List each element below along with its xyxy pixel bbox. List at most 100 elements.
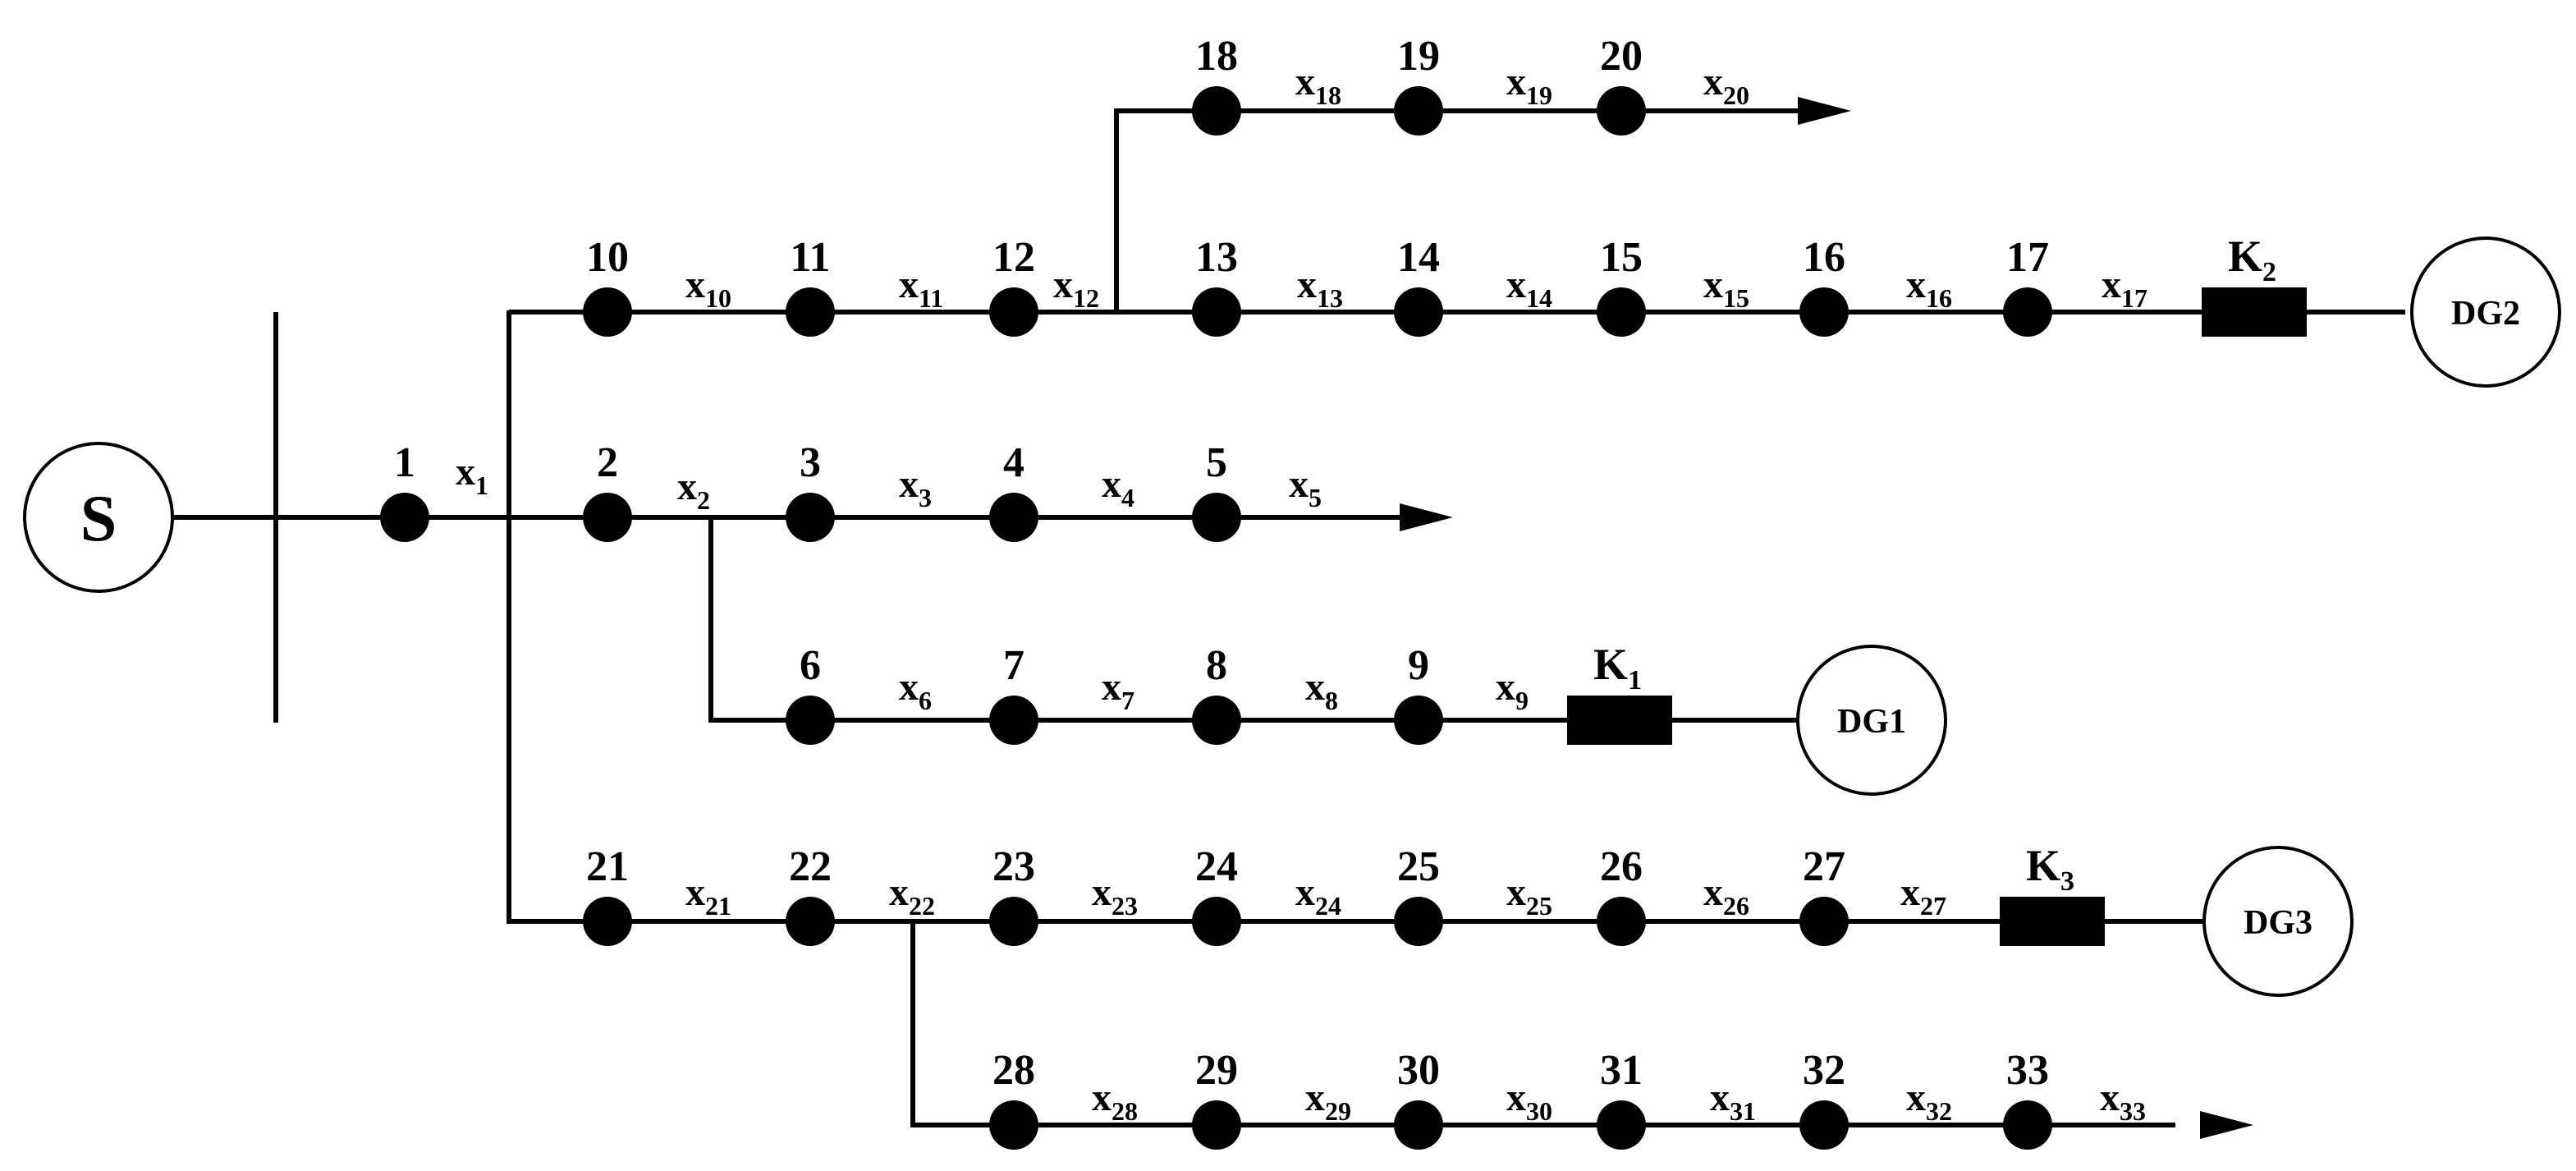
branch-letter: x	[1295, 60, 1315, 103]
branch-letter: x	[1703, 263, 1723, 306]
branch-subscript: 5	[1309, 483, 1322, 512]
bus-label-6: 6	[800, 642, 821, 689]
branch-subscript: 24	[1315, 891, 1341, 921]
bus-node-16	[1799, 287, 1849, 337]
branch-subscript: 28	[1112, 1096, 1138, 1126]
branch-subscript: 23	[1112, 891, 1138, 921]
feeder-lines	[172, 108, 2405, 1127]
bus-node-27	[1799, 897, 1849, 946]
bus-label-10: 10	[586, 234, 629, 281]
branch-label-x4: x4	[1102, 462, 1134, 512]
branch-letter: x	[1289, 462, 1309, 506]
branch-letter: x	[1092, 870, 1112, 914]
branch-letter: x	[2102, 263, 2121, 306]
branch-subscript: 9	[1515, 686, 1529, 715]
branch-subscript: 25	[1526, 891, 1552, 921]
bus-label-30: 30	[1397, 1047, 1440, 1094]
branch-subscript: 29	[1325, 1096, 1351, 1126]
branch-letter: x	[677, 465, 697, 508]
bus-node-26	[1597, 897, 1646, 946]
bus-label-15: 15	[1600, 234, 1643, 281]
branch-label-x33: x33	[2100, 1076, 2146, 1126]
bus-label-5: 5	[1206, 439, 1227, 486]
source-circle	[23, 442, 174, 593]
branch-label-x9: x9	[1496, 665, 1529, 715]
bus-label-21: 21	[586, 843, 629, 890]
bus-label-23: 23	[992, 843, 1035, 890]
branch-label-x17: x17	[2102, 263, 2147, 313]
bus-node-14	[1394, 287, 1443, 337]
source-label: S	[80, 483, 117, 555]
bus-node-11	[786, 287, 835, 337]
bus-label-17: 17	[2006, 234, 2049, 281]
bus-label-28: 28	[992, 1047, 1035, 1094]
bus-node-23	[989, 897, 1038, 946]
switch-label-k1: K1	[1593, 640, 1642, 696]
branch-label-x1: x1	[456, 450, 488, 500]
branch-letter: x	[1102, 665, 1121, 709]
switch-subscript: 2	[2262, 257, 2276, 287]
branch-subscript: 11	[919, 283, 943, 313]
bus-label-32: 32	[1803, 1047, 1845, 1094]
branch-label-x3: x3	[899, 462, 932, 512]
branch-letter: x	[1496, 665, 1515, 709]
branch-letter: x	[1506, 60, 1526, 103]
branch-label-x22: x22	[889, 870, 935, 921]
branch-label-x19: x19	[1506, 60, 1552, 110]
bus-node-32	[1799, 1100, 1849, 1150]
bus-label-12: 12	[992, 234, 1035, 281]
branch-letter: x	[1906, 1076, 1926, 1119]
arrow-feeder-28-33	[2200, 1111, 2253, 1139]
branch-letter: x	[899, 665, 919, 709]
branch-subscript: 3	[919, 483, 932, 512]
bus-node-4	[989, 493, 1038, 542]
bus-node-1	[380, 493, 429, 542]
source: S	[23, 442, 174, 593]
arrow-feeder-2-5	[1400, 503, 1453, 531]
bus-node-31	[1597, 1100, 1646, 1150]
branch-subscript: 1	[475, 471, 488, 500]
branch-subscript: 16	[1926, 283, 1952, 313]
branch-label-x32: x32	[1906, 1076, 1952, 1126]
branch-subscript: 12	[1073, 283, 1099, 313]
branch-label-x16: x16	[1906, 263, 1952, 313]
branch-subscript: 20	[1723, 80, 1749, 110]
bus-label-18: 18	[1195, 33, 1238, 80]
branch-letter: x	[1305, 1076, 1325, 1119]
switch-letter: K	[2026, 841, 2060, 890]
branch-letter: x	[685, 263, 705, 306]
branch-letter: x	[1102, 462, 1121, 506]
branch-subscript: 7	[1121, 686, 1134, 715]
branch-label-x18: x18	[1295, 60, 1341, 110]
generator-dg2	[2410, 236, 2561, 388]
bus-label-29: 29	[1195, 1047, 1238, 1094]
branch-label-x8: x8	[1305, 665, 1338, 715]
branch-subscript: 31	[1730, 1096, 1756, 1126]
branch-letter: x	[1506, 870, 1526, 914]
bus-node-21	[583, 897, 632, 946]
bus-nodes	[380, 86, 2052, 1150]
branch-label-x25: x25	[1506, 870, 1552, 921]
switch-k3	[2000, 897, 2105, 946]
branch-label-x27: x27	[1900, 870, 1946, 921]
branch-subscript: 17	[2121, 283, 2147, 313]
bus-node-12	[989, 287, 1038, 337]
branch-subscript: 27	[1920, 891, 1946, 921]
generator-dg1	[1796, 645, 1947, 796]
branch-letter: x	[1506, 1076, 1526, 1119]
branch-letter: x	[1305, 665, 1325, 709]
branch-label-x14: x14	[1506, 263, 1552, 313]
branch-subscript: 30	[1526, 1096, 1552, 1126]
branch-letter: x	[1506, 263, 1526, 306]
bus-label-2: 2	[597, 439, 618, 486]
bus-node-19	[1394, 86, 1443, 135]
branch-letter: x	[456, 450, 475, 494]
branch-label-x12: x12	[1053, 263, 1099, 313]
bus-label-13: 13	[1195, 234, 1238, 281]
bus-node-15	[1597, 287, 1646, 337]
branch-label-x23: x23	[1092, 870, 1138, 921]
branch-letter: x	[1906, 263, 1926, 306]
branch-subscript: 18	[1315, 80, 1341, 110]
branch-subscript: 22	[909, 891, 935, 921]
